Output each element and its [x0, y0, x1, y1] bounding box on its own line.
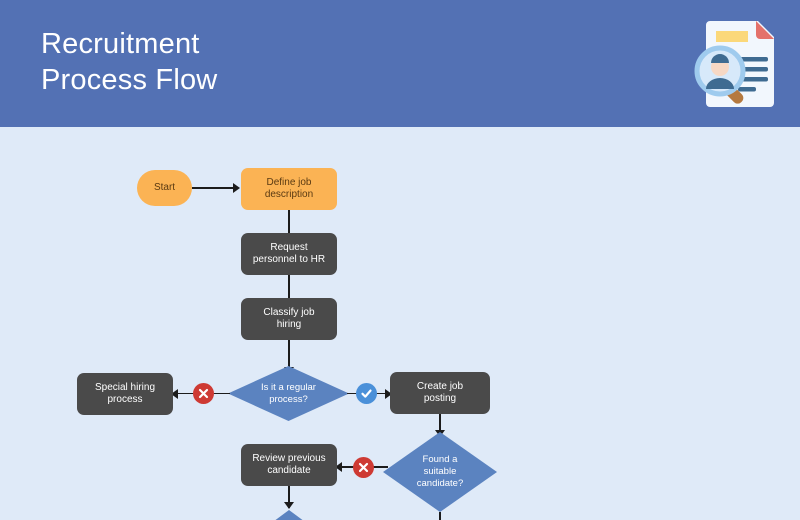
check-icon — [361, 389, 372, 398]
connector-define-to-request — [288, 210, 290, 238]
connector-found-yes-down — [439, 512, 441, 520]
arrowhead-right — [233, 183, 240, 193]
flow-decision-next-partial[interactable] — [262, 510, 316, 520]
flow-node-special-hiring-process[interactable]: Special hiring process — [77, 373, 173, 415]
connector-request-to-classify — [288, 275, 290, 303]
flow-decision-label: Is it a regular process? — [261, 381, 316, 405]
flow-node-review-previous-candidate[interactable]: Review previous candidate — [241, 444, 337, 486]
flow-node-start[interactable]: Start — [137, 170, 192, 206]
connector-start-to-define — [192, 187, 234, 189]
connector-review-to-next — [288, 486, 290, 508]
arrowhead-down — [284, 502, 294, 509]
flow-decision-is-it-a-regular-process[interactable]: Is it a regular process? — [228, 366, 349, 421]
decision-no-badge[interactable] — [193, 383, 214, 404]
decision-yes-badge[interactable] — [356, 383, 377, 404]
resume-search-icon — [694, 17, 786, 111]
flow-node-label: Start — [153, 181, 176, 193]
flow-decision-found-a-suitable-candidate[interactable]: Found a suitable candidate? — [383, 432, 497, 512]
flowchart-canvas: Start Define job description Request per… — [0, 127, 800, 520]
connector-posting-to-found-decision — [439, 414, 441, 436]
arrowhead-right — [385, 388, 392, 399]
connector-classify-to-decision — [288, 340, 290, 372]
arrowhead-left — [171, 388, 178, 399]
flow-decision-label: Found a suitable candidate? — [416, 454, 464, 489]
cross-icon — [198, 388, 209, 399]
flow-node-label: Review previous candidate — [252, 452, 326, 477]
cross-icon — [358, 462, 369, 472]
flow-node-request-personnel-to-hr[interactable]: Request personnel to HR — [241, 233, 337, 275]
flow-node-label: Request personnel to HR — [252, 241, 326, 266]
flow-node-label: Create job posting — [416, 380, 464, 405]
flow-node-create-job-posting[interactable]: Create job posting — [390, 372, 490, 414]
arrowhead-left — [335, 462, 342, 472]
flow-node-label: Special hiring process — [94, 381, 156, 406]
flow-node-classify-job-hiring[interactable]: Classify job hiring — [241, 298, 337, 340]
flow-node-label: Define job description — [264, 176, 314, 201]
flow-node-label: Classify job hiring — [263, 306, 315, 331]
page-title: Recruitment Process Flow — [41, 28, 218, 96]
flow-node-define-job-description[interactable]: Define job description — [241, 168, 337, 210]
decision-no-badge[interactable] — [353, 456, 374, 478]
page-header: Recruitment Process Flow — [0, 0, 800, 127]
